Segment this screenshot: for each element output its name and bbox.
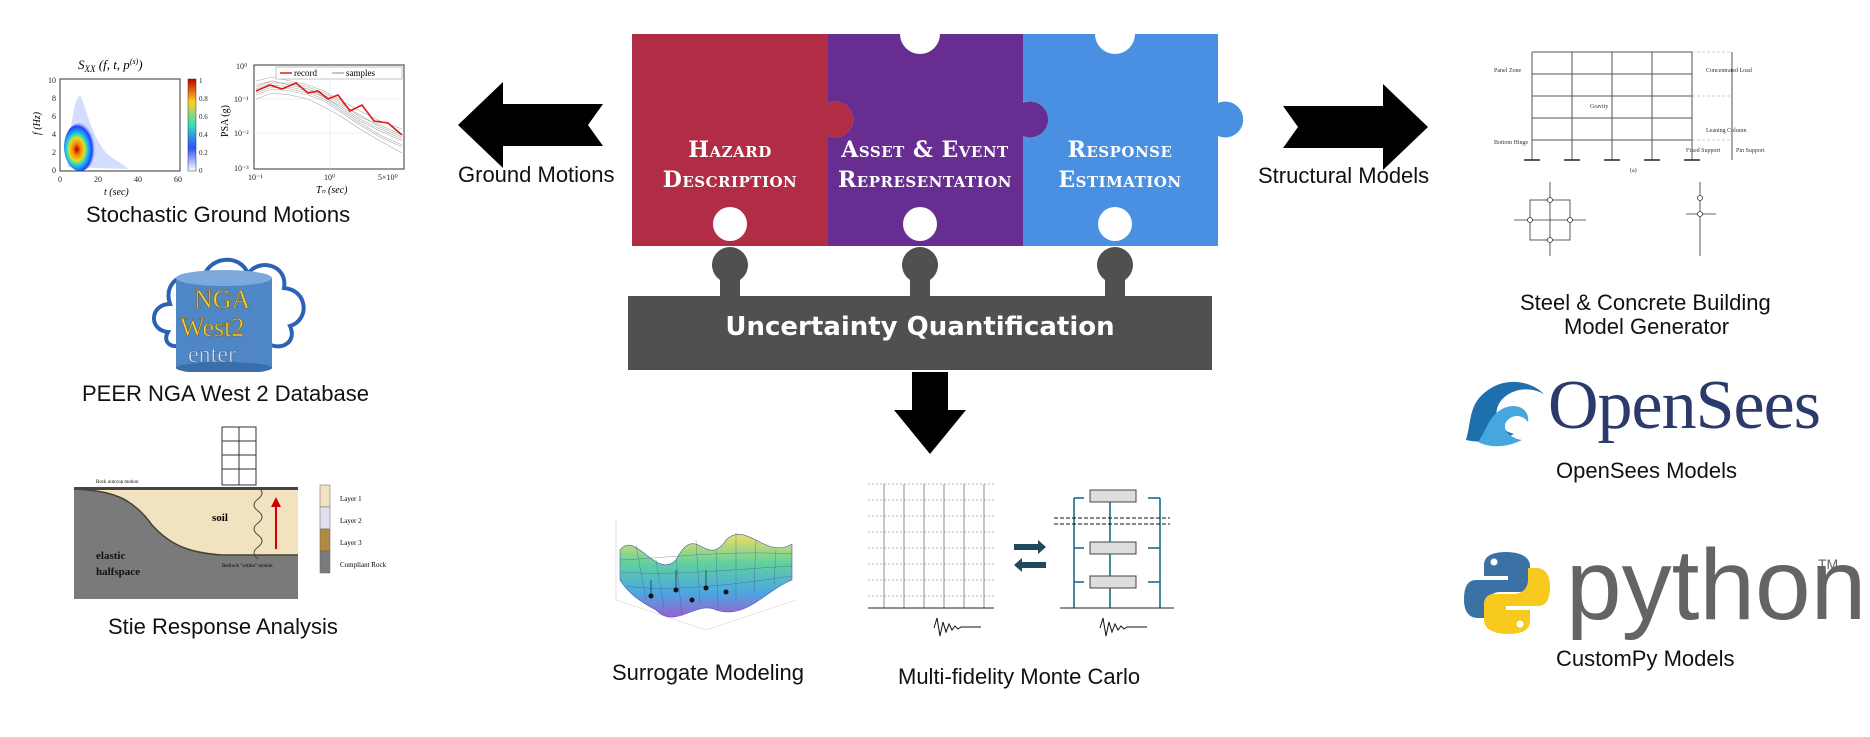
- spec-ytick: 6: [52, 112, 56, 121]
- layer-label: Layer 2: [340, 517, 362, 525]
- spec-ytick: 10: [48, 76, 56, 85]
- spec-xtick: 20: [94, 175, 102, 184]
- response-line2: Estimation: [1058, 167, 1182, 193]
- frame-label: Panel Zone: [1494, 68, 1521, 74]
- site-response-diagram: soil elastic halfspace Rock outcrop moti…: [73, 426, 387, 599]
- cbar-tick: 0.4: [199, 131, 208, 139]
- arrow-right-icon: [1283, 84, 1428, 170]
- spec-ytick: 0: [52, 166, 56, 175]
- layer-label: Layer 3: [340, 539, 362, 547]
- svg-text:Tₙ (sec): Tₙ (sec): [316, 185, 348, 196]
- uq-label: Uncertainty Quantification: [725, 312, 1115, 342]
- uq-bar: [628, 296, 1212, 370]
- surrogate-surface-plot: [615, 520, 797, 631]
- python-logo-icon: [1464, 552, 1550, 634]
- svg-text:PSA (g): PSA (g): [220, 105, 231, 137]
- frame-label: Bottom Hinge: [1494, 140, 1529, 146]
- psa-plot: record samples 10⁰ 10⁻¹ 10⁻² 10⁻³ 10⁻¹ 1…: [220, 62, 405, 196]
- psa-xtick: 5×10⁰: [378, 173, 398, 182]
- nga-database-icon: NGA West2 enter: [152, 257, 306, 372]
- layer-label: Layer 1: [340, 495, 362, 503]
- custompy-caption: CustomPy Models: [1556, 646, 1735, 671]
- mfmc-caption: Multi-fidelity Monte Carlo: [898, 664, 1141, 689]
- arrow-left-icon: [458, 82, 603, 168]
- mfmc-diagram: [868, 483, 1174, 637]
- psa-xtick: 10⁻¹: [248, 173, 263, 182]
- surrogate-caption: Surrogate Modeling: [612, 660, 805, 685]
- cbar-tick: 0: [199, 167, 203, 175]
- nga-text-3: enter: [188, 342, 236, 368]
- opensees-logo-icon: [1466, 381, 1544, 447]
- asset-piece: [828, 34, 1049, 246]
- elastic-label: elastic: [96, 550, 125, 562]
- hazard-piece: [632, 34, 854, 246]
- layer-label: Compliant Rock: [340, 561, 387, 569]
- puzzle-graphic: [628, 18, 1244, 370]
- asset-line1: Asset & Event: [841, 137, 1009, 163]
- spec-ytick: 8: [52, 94, 56, 103]
- psa-ytick: 10⁻³: [234, 164, 249, 173]
- svg-text:f (Hz): f (Hz): [32, 111, 43, 135]
- frame-label: (a): [1630, 167, 1637, 174]
- ground-motions-label: Ground Motions: [458, 162, 615, 187]
- steel-caption-2: Model Generator: [1564, 314, 1730, 339]
- hazard-line2: Description: [662, 167, 798, 193]
- svg-text:t (sec): t (sec): [104, 187, 129, 198]
- steel-caption-1: Steel & Concrete Building: [1520, 290, 1771, 315]
- bedrock-label: Bedrock "within" motion: [222, 564, 273, 569]
- arrow-down-icon: [894, 372, 966, 454]
- psa-legend-samples: samples: [346, 68, 375, 78]
- stochastic-caption: Stochastic Ground Motions: [86, 202, 351, 227]
- structural-models-label: Structural Models: [1258, 163, 1430, 188]
- halfspace-label: halfspace: [96, 566, 140, 578]
- nga-text-1: NGA: [194, 285, 251, 314]
- spec-ytick: 4: [52, 130, 56, 139]
- psa-ytick: 10⁰: [236, 62, 247, 71]
- spec-xtick: 40: [134, 175, 142, 184]
- cbar-tick: 0.8: [199, 95, 208, 103]
- asset-line2: Representation: [838, 167, 1012, 193]
- frame-label: Concentrated Load: [1706, 68, 1752, 74]
- psa-ytick: 10⁻¹: [234, 95, 249, 104]
- nga-caption: PEER NGA West 2 Database: [82, 381, 369, 406]
- steel-frame-diagram: Concentrated Load Panel Zone Gravity Lea…: [1494, 51, 1765, 256]
- hazard-line1: Hazard: [688, 137, 772, 163]
- python-tm: TM: [1818, 556, 1839, 572]
- nga-text-2: West2: [180, 313, 244, 342]
- spectrogram-plot: SXX (f, t, p(s)) 10 8 6 4 2 0 0 20 40 60: [32, 57, 208, 198]
- svg-text:SXX (f, t, p(s)): SXX (f, t, p(s)): [78, 57, 143, 74]
- opensees-wordmark: OpenSees: [1548, 367, 1821, 444]
- cbar-tick: 0.2: [199, 149, 208, 157]
- opensees-caption: OpenSees Models: [1556, 458, 1737, 483]
- spec-xtick: 60: [174, 175, 182, 184]
- response-line1: Response: [1067, 137, 1173, 163]
- site-response-caption: Stie Response Analysis: [108, 614, 338, 639]
- soil-label: soil: [212, 512, 228, 524]
- psa-ytick: 10⁻²: [234, 129, 249, 138]
- spec-ytick: 2: [52, 148, 56, 157]
- cbar-tick: 0.6: [199, 113, 208, 121]
- spec-xtick: 0: [58, 175, 62, 184]
- frame-label: Gravity: [1590, 104, 1608, 110]
- frame-label: Fixed Support: [1686, 148, 1721, 154]
- frame-label: Pin Support: [1736, 148, 1765, 154]
- psa-xtick: 10⁰: [324, 173, 335, 182]
- frame-label: Leaning Column: [1706, 128, 1747, 134]
- cbar-tick: 1: [199, 77, 203, 85]
- python-wordmark: python: [1566, 529, 1867, 641]
- rock-label: Rock outcrop motion: [96, 480, 139, 485]
- psa-legend-record: record: [294, 68, 317, 78]
- response-piece: [1023, 34, 1244, 246]
